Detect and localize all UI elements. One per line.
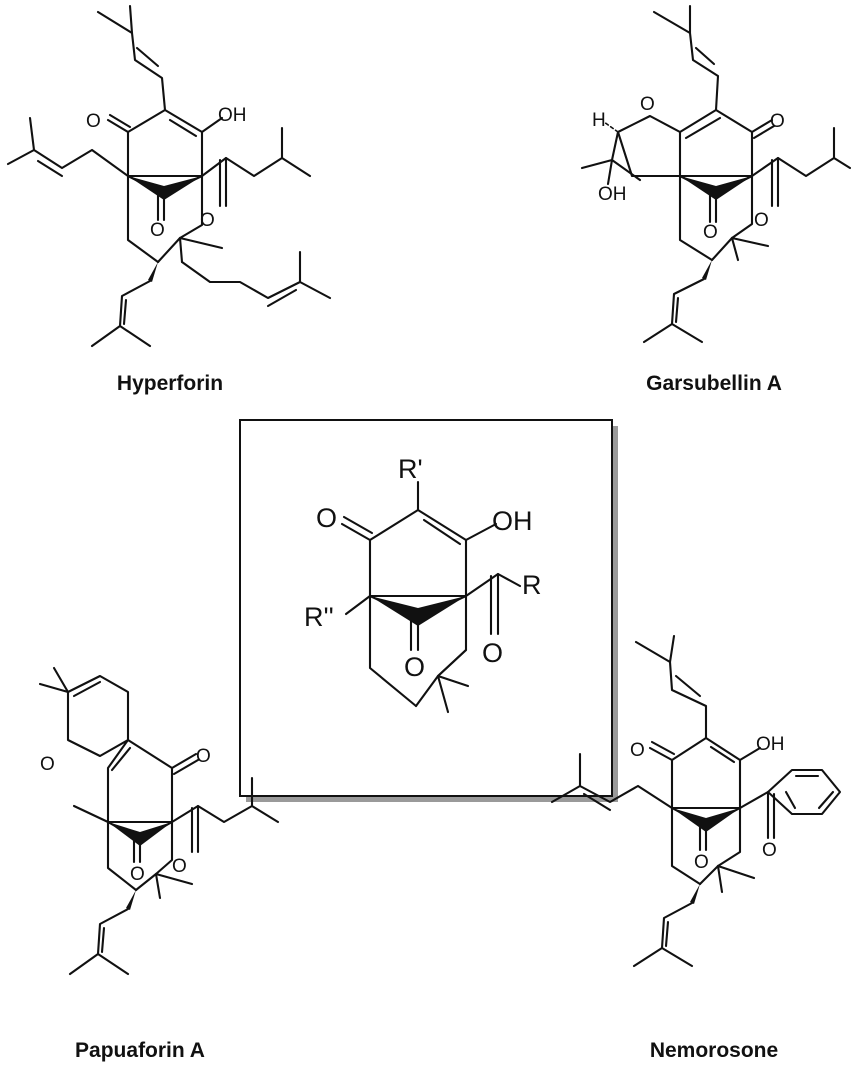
core-r-label: R [522,570,542,600]
core-acyl-ketone-label: O [482,638,503,668]
papuaforin-bridge-ketone-label: O [130,864,145,885]
nemorosone-bridge-ketone-label: O [694,852,709,873]
papuaforin-ketone-label: O [196,746,211,767]
papuaforin-a-structure: O O O O Papuaforin A [38,666,280,1062]
nemorosone-name: Nemorosone [650,1039,778,1062]
core-r-prime-label: R' [398,454,423,484]
hyperforin-name: Hyperforin [117,372,223,395]
nemorosone-ketone-label: O [630,740,645,761]
hyperforin-structure: O OH O O Hyperforin [6,4,332,395]
core-r-double-prime-label: R'' [304,602,334,632]
garsubellin-a-structure: H O O OH O O Garsubellin A [580,4,851,395]
papuaforin-acyl-ketone-label: O [172,856,187,877]
ppap-core-box: R' O OH R'' O O R [239,419,618,802]
nemorosone-structure: O OH O O Nemorosone [550,634,842,1062]
garsubellin-ketone-label: O [770,111,785,132]
core-ketone-label: O [316,503,337,533]
garsubellin-ring-oxygen-label: O [640,94,655,115]
hyperforin-acyl-ketone-label: O [200,210,215,231]
garsubellin-acyl-ketone-label: O [754,210,769,231]
hyperforin-hydroxyl-label: OH [218,105,247,126]
garsubellin-bridge-ketone-label: O [703,222,718,243]
nemorosone-hydroxyl-label: OH [756,734,785,755]
nemorosone-acyl-ketone-label: O [762,840,777,861]
papuaforin-ring-oxygen-label: O [40,754,55,775]
garsubellin-hydroxyl-label: OH [598,184,627,205]
garsubellin-a-name: Garsubellin A [646,372,782,395]
core-hydroxyl-label: OH [492,506,533,536]
papuaforin-a-name: Papuaforin A [75,1039,205,1062]
hyperforin-bridge-ketone-label: O [150,220,165,241]
core-bridge-ketone-label: O [404,652,425,682]
garsubellin-h-label: H [592,110,606,131]
hyperforin-ketone-label: O [86,111,101,132]
